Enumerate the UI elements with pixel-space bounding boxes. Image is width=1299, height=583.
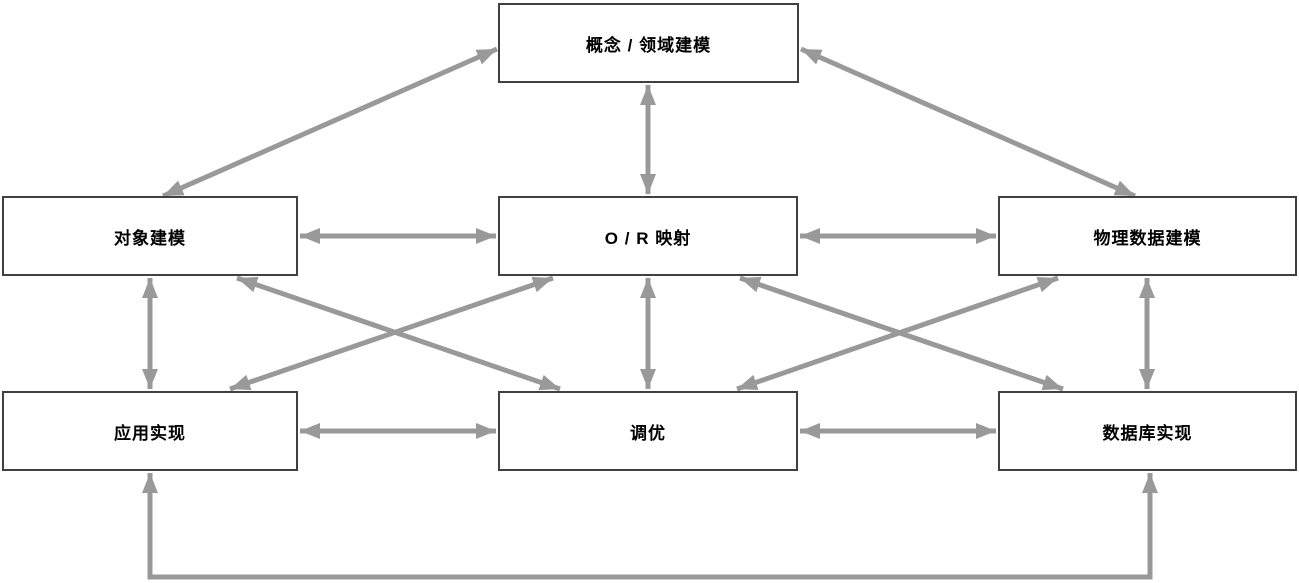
node-physical-data-modeling: 物理数据建模 (998, 196, 1297, 276)
node-tuning: 调优 (498, 391, 798, 471)
node-or-mapping: O / R 映射 (498, 196, 798, 276)
node-label: 应用实现 (114, 423, 186, 443)
node-database-implementation: 数据库实现 (998, 391, 1297, 471)
node-label: O / R 映射 (604, 228, 692, 248)
node-label: 对象建模 (114, 228, 186, 248)
node-label: 概念 / 领域建模 (585, 35, 712, 55)
node-label: 物理数据建模 (1093, 228, 1202, 248)
edge-physical-tuning-arrow (736, 275, 1059, 392)
edge-concept-object-arrow (161, 46, 499, 199)
edge-concept-physical-arrow (799, 46, 1137, 199)
node-label: 数据库实现 (1102, 423, 1193, 443)
edge-or-mapping-app-arrow (229, 275, 554, 392)
node-label: 调优 (630, 423, 666, 443)
node-object-modeling: 对象建模 (2, 196, 298, 276)
node-concept-domain-modeling: 概念 / 领域建模 (498, 3, 799, 83)
edge-app-database-bottom-arrow (142, 473, 1158, 580)
node-application-implementation: 应用实现 (2, 391, 298, 471)
